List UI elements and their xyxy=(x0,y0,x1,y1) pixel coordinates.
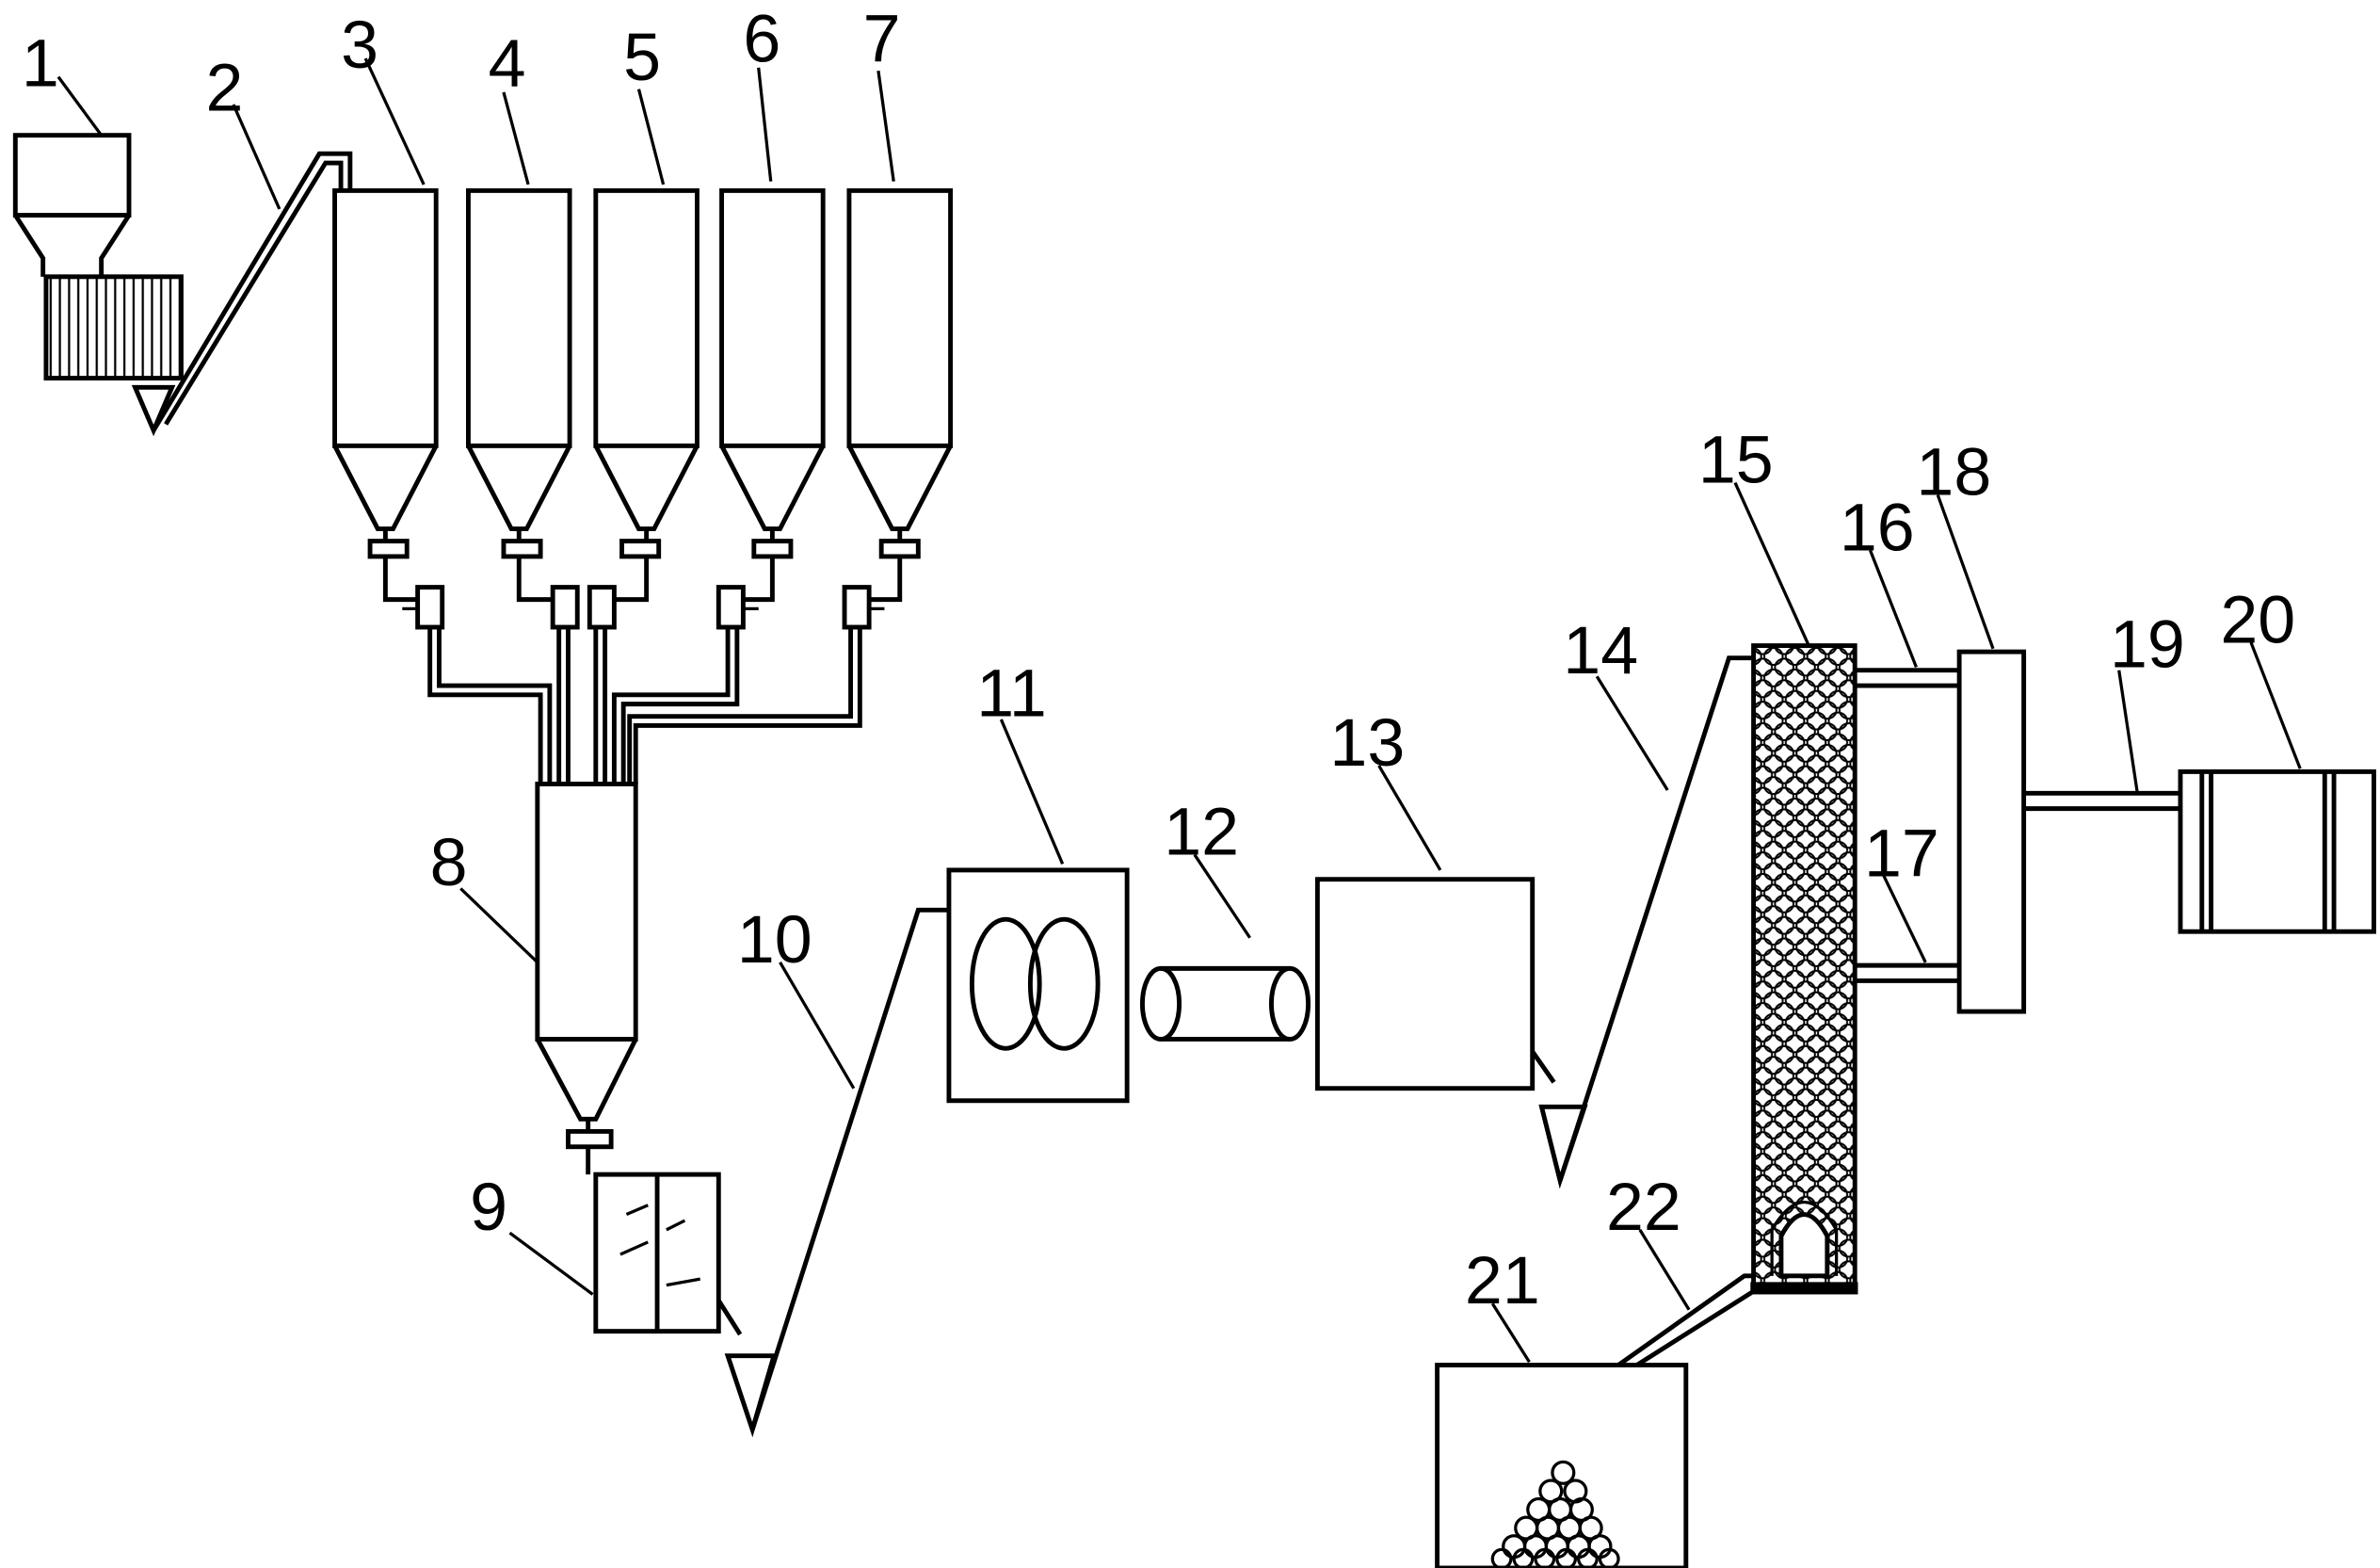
label-4: 4 xyxy=(489,25,526,101)
chute-22 xyxy=(1616,1273,1755,1367)
rotary-drum-12 xyxy=(1139,965,1311,1042)
label-11: 11 xyxy=(976,656,1046,732)
label-3: 3 xyxy=(341,8,378,83)
label-21: 21 xyxy=(1465,1243,1540,1318)
label-10: 10 xyxy=(737,902,812,978)
pipe-19 xyxy=(2023,790,2180,812)
label-18: 18 xyxy=(1916,435,1991,510)
number-labels: 1 2 3 4 5 6 7 8 9 10 11 12 13 14 15 16 1… xyxy=(22,1,2295,1318)
label-15: 15 xyxy=(1698,423,1774,498)
product-bin-21 xyxy=(1435,1363,1689,1568)
label-12: 12 xyxy=(1164,795,1239,870)
screening-tank-9 xyxy=(593,1172,778,1438)
feed-hopper xyxy=(12,133,184,437)
feed-pipes xyxy=(382,556,903,784)
silo-6 xyxy=(719,187,826,559)
pellet-pile xyxy=(1490,1460,1620,1568)
silo-3 xyxy=(332,187,439,559)
silo-5 xyxy=(593,187,700,559)
inclined-conveyor-2 xyxy=(151,151,353,432)
label-16: 16 xyxy=(1840,490,1915,565)
kiln-column-15 xyxy=(1750,643,1858,1295)
pipe-17 xyxy=(1855,962,1960,983)
heat-exchanger-18 xyxy=(1956,649,2027,1014)
label-2: 2 xyxy=(206,51,244,126)
label-14: 14 xyxy=(1563,613,1638,688)
label-8: 8 xyxy=(430,825,468,900)
label-19: 19 xyxy=(2110,606,2185,682)
label-20: 20 xyxy=(2220,582,2295,657)
inclined-conveyor-14 xyxy=(1557,655,1754,1182)
label-9: 9 xyxy=(470,1170,507,1245)
label-7: 7 xyxy=(863,1,901,76)
blower-20 xyxy=(2178,768,2376,934)
pipe-16 xyxy=(1855,668,1960,688)
label-5: 5 xyxy=(623,20,661,95)
label-22: 22 xyxy=(1606,1170,1681,1245)
label-6: 6 xyxy=(743,1,780,76)
leader-lines xyxy=(56,57,2302,1364)
label-13: 13 xyxy=(1329,705,1405,781)
silo-4 xyxy=(465,187,572,559)
dryer-13 xyxy=(1314,877,1588,1189)
double-roller-11 xyxy=(946,867,1130,1104)
inclined-conveyor-10 xyxy=(749,907,949,1431)
mixer-8 xyxy=(535,782,638,1175)
silo-7 xyxy=(846,187,954,559)
label-1: 1 xyxy=(22,25,59,101)
label-17: 17 xyxy=(1864,816,1939,891)
